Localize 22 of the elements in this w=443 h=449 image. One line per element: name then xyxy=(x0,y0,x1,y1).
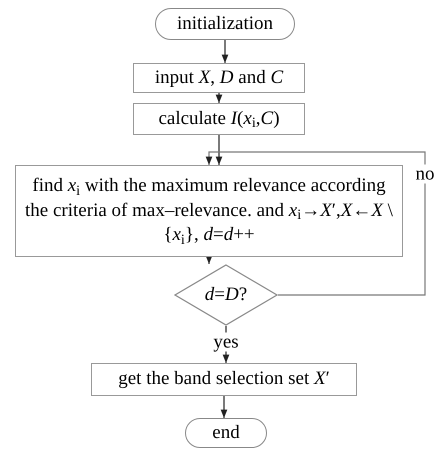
arrow xyxy=(206,256,212,264)
process-box xyxy=(133,63,305,93)
process-box xyxy=(133,103,305,135)
arrow xyxy=(222,40,228,63)
process-box xyxy=(15,165,403,257)
node-text: d=D? xyxy=(204,283,248,307)
terminal-box xyxy=(185,418,267,448)
node-text: find x$_{i}$ with the maximum relevance according the criteria of max–relevance. and x$_{i}$→X′,X←X \ {x$_{i}$}, d=d++ xyxy=(24,174,394,248)
arrow xyxy=(220,396,228,418)
process-box xyxy=(91,363,357,396)
node-text: calculate I(x$_{i}$,C) xyxy=(158,106,280,132)
node-text: input X, D and C xyxy=(154,66,284,90)
node-text: end xyxy=(212,420,240,445)
decision-diamond xyxy=(174,264,278,326)
arrow xyxy=(216,93,222,103)
arrow xyxy=(206,151,426,296)
edge-label: no xyxy=(414,164,436,183)
arrow xyxy=(216,135,222,165)
edge-label: yes xyxy=(211,332,241,351)
node-text: initialization xyxy=(176,12,274,36)
node-text: get the band selection set X′ xyxy=(118,367,330,392)
terminal-box xyxy=(155,8,295,40)
